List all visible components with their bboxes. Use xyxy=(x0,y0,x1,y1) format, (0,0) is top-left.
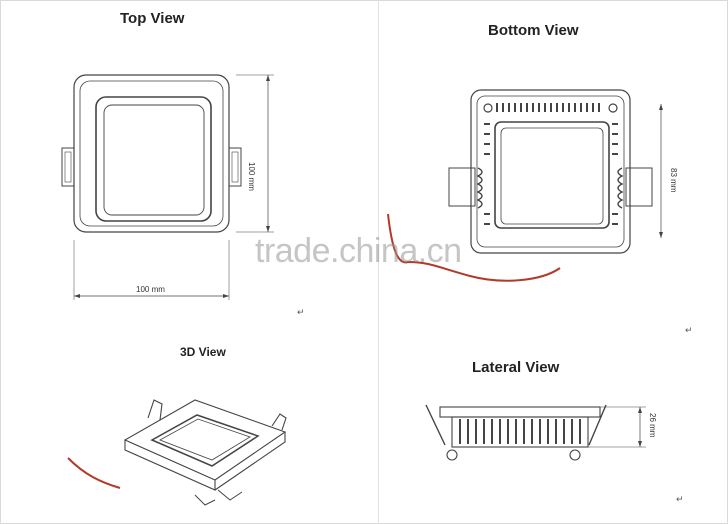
bottom-view-right-clip xyxy=(625,167,653,207)
top-view-title: Top View xyxy=(120,10,185,27)
bottom-view-wire xyxy=(387,213,561,282)
3d-view-bezel xyxy=(150,414,260,467)
arrow-up xyxy=(266,75,270,81)
bottom-view-outer-frame-inner xyxy=(476,95,625,248)
bottom-view-inner-panel xyxy=(500,127,604,225)
top-view-outer-frame-inner xyxy=(79,80,224,227)
bottom-view-outer-frame xyxy=(470,89,631,254)
bottom-view-fins-top xyxy=(496,103,600,112)
bottom-view-screw-top-left xyxy=(483,103,493,113)
lateral-view-top-plate xyxy=(439,406,601,418)
3d-view-clip-left xyxy=(147,399,163,421)
3d-view-front-left-edge xyxy=(124,440,216,491)
arrow-up xyxy=(638,407,642,413)
bottom-view-inner-housing xyxy=(494,121,610,229)
arrow-down xyxy=(266,226,270,232)
bottom-view-right-spring xyxy=(617,167,624,209)
paragraph-mark: ↵ xyxy=(685,325,693,335)
top-view-height-label: 100 mm xyxy=(247,162,256,191)
column-divider xyxy=(378,0,379,524)
lateral-view-left-spring xyxy=(446,449,458,461)
lateral-view-right-spring xyxy=(569,449,581,461)
lateral-view-height-label: 26 mm xyxy=(648,413,657,438)
bottom-view-title: Bottom View xyxy=(488,22,579,39)
bottom-view-screw-top-right xyxy=(608,103,618,113)
3d-view-title: 3D View xyxy=(180,345,226,359)
top-view-bezel xyxy=(95,96,212,222)
bottom-view-fins-sides xyxy=(484,123,618,225)
lateral-view-body xyxy=(451,416,589,448)
3d-view-foot xyxy=(194,494,216,506)
3d-view-panel xyxy=(159,418,251,461)
arrow-right xyxy=(223,294,229,298)
3d-view-foot-2 xyxy=(217,489,243,501)
3d-view-wire xyxy=(67,457,121,489)
arrow-left xyxy=(74,294,80,298)
3d-view-clip-right xyxy=(271,413,287,431)
top-view-right-clip xyxy=(228,147,242,187)
watermark: trade.china.cn xyxy=(255,232,462,270)
top-view-panel xyxy=(103,104,205,216)
lateral-view-left-clip xyxy=(425,404,446,446)
paragraph-mark: ↵ xyxy=(297,307,305,317)
bottom-view-left-spring xyxy=(476,167,483,209)
top-view-width-label: 100 mm xyxy=(136,285,165,294)
bottom-view-left-clip xyxy=(448,167,476,207)
arrow-down xyxy=(659,232,663,238)
lateral-view-right-clip xyxy=(588,404,607,446)
bottom-view-height-label: 83 mm xyxy=(669,168,678,193)
lateral-view-fins xyxy=(459,419,581,444)
paragraph-mark: ↵ xyxy=(676,494,684,504)
arrow-down xyxy=(638,441,642,447)
3d-view-top-face xyxy=(123,399,287,481)
lateral-view-title: Lateral View xyxy=(472,359,560,376)
top-view-left-clip-inner xyxy=(64,151,72,183)
3d-view-front-right-edge xyxy=(214,432,286,491)
top-view-right-clip-inner xyxy=(231,151,239,183)
arrow-up xyxy=(659,104,663,110)
top-view-left-clip xyxy=(61,147,75,187)
